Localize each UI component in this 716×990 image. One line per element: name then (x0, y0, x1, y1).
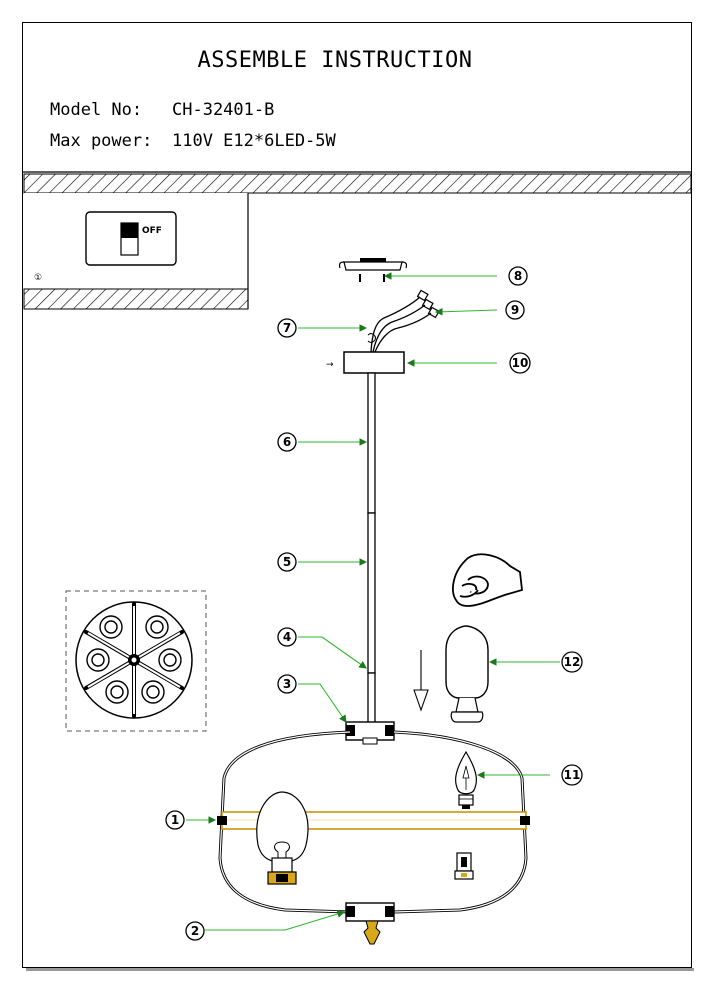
hand-icon (452, 553, 523, 607)
switch-off-label: OFF (142, 226, 162, 236)
page-title: ASSEMBLE INSTRUCTION (197, 48, 473, 73)
callout-1-label: 1 (171, 813, 179, 827)
callout-11: 11 (561, 764, 583, 786)
svg-text:→: → (326, 360, 334, 370)
model-value: CH-32401-B (172, 100, 275, 120)
down-arrow-icon (413, 650, 429, 712)
page-frame (22, 22, 692, 968)
callout-12: 12 (561, 651, 583, 673)
wall-hatch (23, 288, 249, 310)
callout-8: 8 (508, 266, 528, 286)
callout-4-label: 4 (283, 630, 291, 644)
callout-5: 5 (277, 552, 297, 572)
callout-2: 2 (185, 921, 205, 941)
power-value: 110V E12*6LED-5W (172, 131, 336, 151)
glass-shade-part (445, 625, 489, 723)
callout-6: 6 (277, 432, 297, 452)
callout-8-label: 8 (514, 269, 522, 283)
callout-11-label: 11 (564, 768, 581, 782)
callout-7-label: 7 (283, 321, 291, 335)
rod-part (367, 372, 376, 724)
power-label: Max power: (50, 131, 153, 151)
wires-part (367, 296, 432, 353)
right-socket-part (454, 852, 474, 880)
callout-10: 10 (509, 352, 531, 374)
callout-10-label: 10 (512, 356, 529, 370)
top-cap-part (345, 721, 395, 745)
power-switch-icon: OFF (85, 211, 177, 266)
frame-shadow (26, 968, 694, 971)
callout-1: 1 (165, 810, 185, 830)
callout-4: 4 (277, 627, 297, 647)
left-lamp-assembly (256, 791, 309, 885)
step-marker: ① (34, 273, 42, 283)
callout-3: 3 (277, 674, 297, 694)
top-view (65, 590, 207, 732)
callout-12-label: 12 (564, 655, 581, 669)
ceiling-hatch (23, 173, 692, 194)
leader-lines (186, 272, 560, 931)
callout-9-label: 9 (511, 303, 519, 317)
bottom-cap-part (345, 902, 395, 945)
ceiling-plate-part (338, 258, 408, 282)
callout-6-label: 6 (283, 435, 291, 449)
candle-bulb-part (455, 750, 477, 809)
callout-5-label: 5 (283, 555, 291, 569)
callout-9: 9 (505, 300, 525, 320)
callout-2-label: 2 (191, 924, 199, 938)
wire-connectors-part (416, 289, 440, 319)
model-label: Model No: (50, 100, 143, 120)
callout-7: 7 (277, 318, 297, 338)
canopy-part (343, 351, 405, 374)
callout-3-label: 3 (283, 677, 291, 691)
